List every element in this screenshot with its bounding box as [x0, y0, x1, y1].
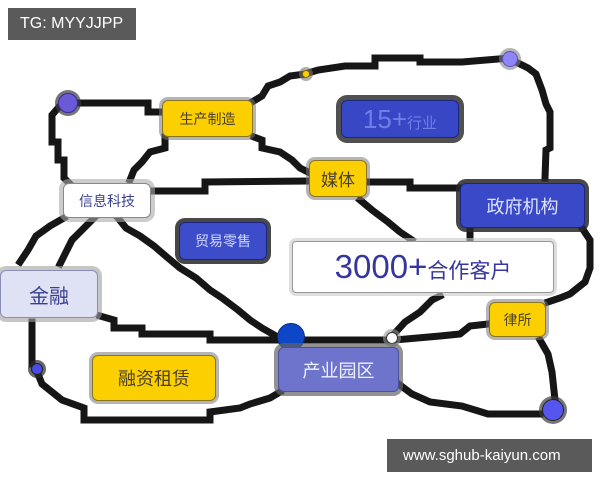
blue-dot-bottom-right: [542, 399, 564, 421]
watermark-top-text: TG: MYYJJPP: [20, 15, 124, 32]
node-finance-label: 金融: [29, 283, 69, 308]
node-leasing-label: 融资租赁: [118, 369, 190, 390]
node-industries-count: 15+ 行业: [341, 100, 459, 138]
node-trade-retail-label: 贸易零售: [195, 234, 251, 250]
watermark-bottom-badge: www.sghub-kaiyun.com: [387, 439, 592, 472]
node-government-label: 政府机构: [486, 196, 559, 218]
lilac-dot-top-right: [502, 51, 518, 67]
industries-number: 15+: [362, 103, 408, 134]
node-clients-count: 3000+ 合作客户: [292, 241, 554, 293]
node-manufacturing: 生产制造: [162, 100, 253, 137]
node-trade-retail: 贸易零售: [179, 222, 267, 260]
blue-dot-center: [277, 323, 305, 351]
node-industrial-park: 产业园区: [278, 347, 399, 392]
clients-number: 3000+: [334, 248, 428, 285]
node-law-firm-label: 律所: [503, 312, 532, 329]
node-industrial-park-label: 产业园区: [302, 360, 375, 382]
white-dot-center: [386, 332, 398, 344]
node-it: 信息科技: [63, 183, 151, 218]
node-government: 政府机构: [460, 183, 585, 228]
node-media-label: 媒体: [321, 171, 355, 191]
node-it-label: 信息科技: [79, 193, 135, 210]
blue-dot-left: [31, 363, 43, 375]
industries-label: 行业: [407, 113, 438, 132]
yellow-dot-top: [302, 70, 310, 78]
clients-label: 合作客户: [427, 259, 512, 283]
node-law-firm: 律所: [489, 302, 546, 337]
purple-dot-top-left: [58, 93, 78, 113]
node-leasing: 融资租赁: [92, 355, 216, 401]
watermark-top-badge: TG: MYYJJPP: [8, 8, 136, 40]
node-manufacturing-label: 生产制造: [179, 111, 236, 128]
node-media: 媒体: [309, 160, 367, 197]
watermark-bottom-text: www.sghub-kaiyun.com: [403, 447, 561, 464]
node-finance: 金融: [0, 270, 98, 318]
